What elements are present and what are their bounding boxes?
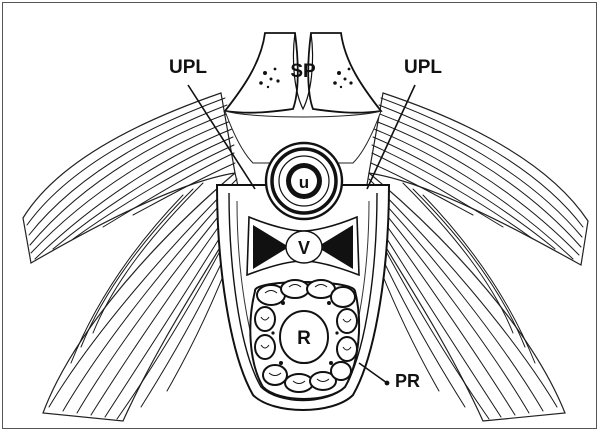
label-upl-left: UPL <box>169 57 207 78</box>
figure-frame: SP UPL UPL u V R PR <box>2 2 597 429</box>
pelvic-floor-diagram: SP UPL UPL u V R PR <box>3 3 601 436</box>
label-urethra: u <box>299 173 309 192</box>
label-rectum: R <box>297 328 311 349</box>
left-levator-muscle <box>23 93 243 421</box>
label-upl-right: UPL <box>404 57 442 78</box>
label-pr: PR <box>395 371 420 391</box>
pr-leader-dot <box>385 381 390 386</box>
label-sp: SP <box>290 61 316 82</box>
label-vagina: V <box>298 238 310 258</box>
